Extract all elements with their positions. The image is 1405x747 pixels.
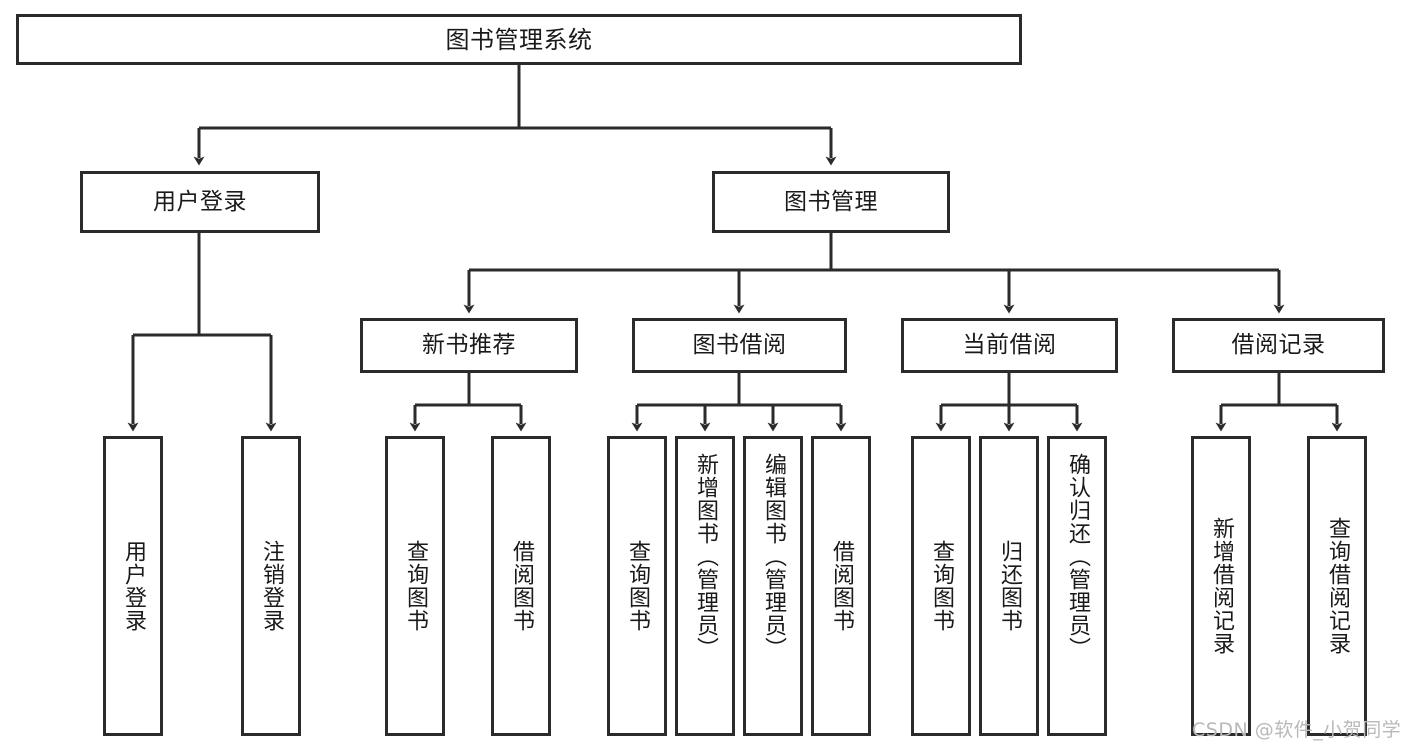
node-user-login[interactable]: 用户登录: [80, 171, 320, 233]
node-leaf-logout-login[interactable]: 注销登录: [241, 436, 301, 736]
node-leaf-query-book-1-label: 查询图书: [402, 540, 428, 632]
node-leaf-return-book[interactable]: 归还图书: [979, 436, 1039, 736]
node-leaf-user-login[interactable]: 用户登录: [103, 436, 163, 736]
node-leaf-add-book[interactable]: 新增图书（管理员）: [675, 436, 735, 736]
node-current-borrow-label: 当前借阅: [962, 332, 1057, 358]
node-user-login-label: 用户登录: [153, 188, 247, 215]
node-leaf-add-record-label: 新增借阅记录: [1208, 517, 1234, 655]
node-new-book-recommend-label: 新书推荐: [422, 332, 516, 358]
node-book-borrow[interactable]: 图书借阅: [632, 318, 847, 373]
node-book-manage-label: 图书管理: [784, 188, 878, 215]
node-book-manage[interactable]: 图书管理: [712, 171, 950, 233]
csdn-watermark: CSDN @软件_小贺同学: [1192, 719, 1402, 741]
node-root[interactable]: 图书管理系统: [16, 14, 1022, 65]
node-leaf-borrow-book-1-label: 借阅图书: [508, 540, 534, 632]
node-leaf-borrow-book-2-label: 借阅图书: [828, 540, 854, 632]
node-leaf-query-record[interactable]: 查询借阅记录: [1307, 436, 1367, 736]
node-book-borrow-label: 图书借阅: [692, 332, 787, 358]
node-leaf-borrow-book-1[interactable]: 借阅图书: [491, 436, 551, 736]
node-leaf-query-book-2-label: 查询图书: [624, 540, 650, 632]
node-borrow-record[interactable]: 借阅记录: [1172, 318, 1385, 373]
node-leaf-user-login-label: 用户登录: [120, 540, 146, 632]
node-leaf-add-record[interactable]: 新增借阅记录: [1191, 436, 1251, 736]
node-leaf-return-book-label: 归还图书: [996, 540, 1022, 632]
node-leaf-query-record-label: 查询借阅记录: [1324, 517, 1350, 655]
node-leaf-edit-book[interactable]: 编辑图书（管理员）: [743, 436, 803, 736]
node-leaf-edit-book-label: 编辑图书（管理员）: [760, 453, 786, 660]
node-leaf-confirm-return[interactable]: 确认归还（管理员）: [1047, 436, 1107, 736]
node-leaf-add-book-label: 新增图书（管理员）: [692, 453, 718, 660]
node-leaf-borrow-book-2[interactable]: 借阅图书: [811, 436, 871, 736]
node-leaf-query-book-2[interactable]: 查询图书: [607, 436, 667, 736]
node-root-label: 图书管理系统: [445, 25, 593, 54]
node-leaf-confirm-return-label: 确认归还（管理员）: [1064, 453, 1090, 660]
node-leaf-logout-login-label: 注销登录: [258, 540, 284, 632]
node-current-borrow[interactable]: 当前借阅: [901, 318, 1118, 373]
node-new-book-recommend[interactable]: 新书推荐: [360, 318, 578, 373]
node-leaf-query-book-3[interactable]: 查询图书: [911, 436, 971, 736]
node-leaf-query-book-3-label: 查询图书: [928, 540, 954, 632]
node-leaf-query-book-1[interactable]: 查询图书: [385, 436, 445, 736]
node-borrow-record-label: 借阅记录: [1231, 332, 1326, 358]
